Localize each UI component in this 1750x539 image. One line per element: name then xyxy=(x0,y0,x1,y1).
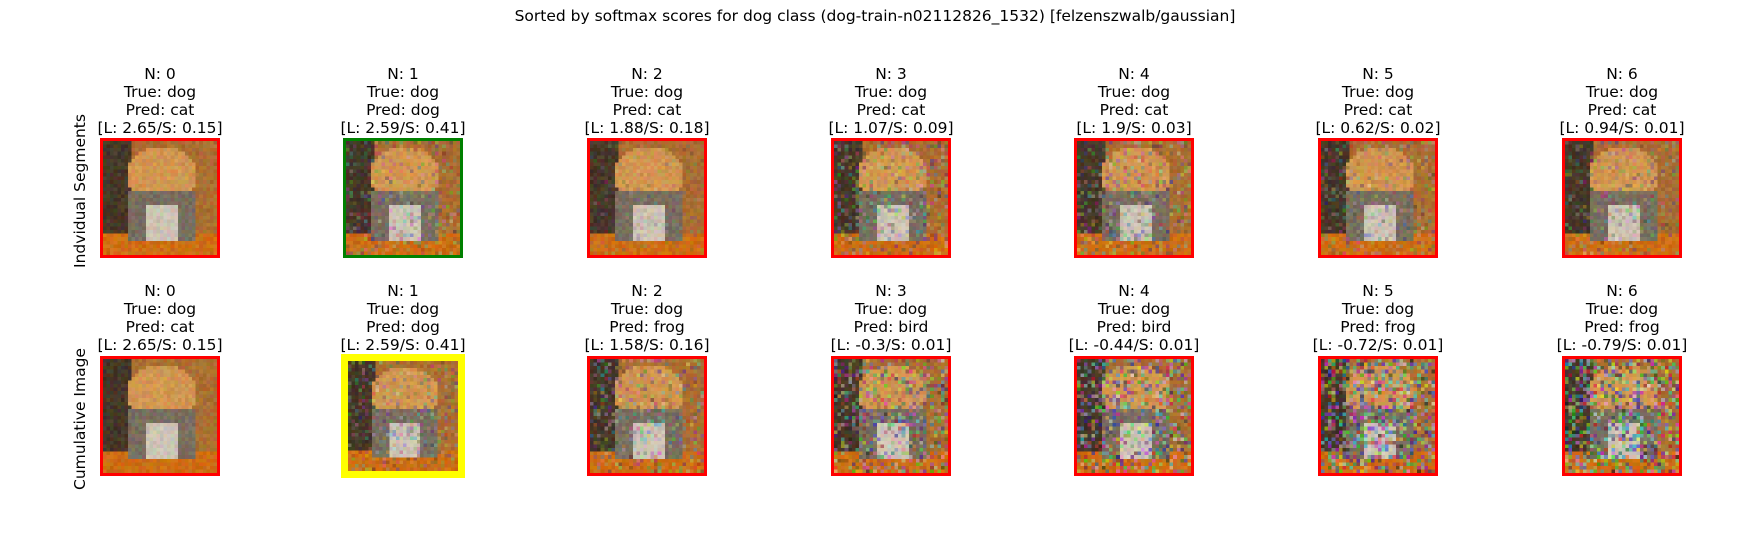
panel-pred-text: Pred: bird xyxy=(781,318,1001,336)
panel-n-text: N: 3 xyxy=(781,65,1001,83)
panel-n-text: N: 1 xyxy=(293,282,513,300)
panel-true-text: True: dog xyxy=(293,83,513,101)
pixelated-photo xyxy=(1565,359,1679,473)
pixelated-photo xyxy=(1321,359,1435,473)
pixelated-photo xyxy=(1321,141,1435,255)
panel-pred-text: Pred: dog xyxy=(293,101,513,119)
panel-scores-text: [L: 1.9/S: 0.03] xyxy=(1024,119,1244,137)
pixelated-photo xyxy=(1077,141,1191,255)
panel-scores-text: [L: 2.65/S: 0.15] xyxy=(50,119,270,137)
panel-pred-text: Pred: frog xyxy=(537,318,757,336)
panel-true-text: True: dog xyxy=(1268,83,1488,101)
panel-pred-text: Pred: cat xyxy=(781,101,1001,119)
panel-true-text: True: dog xyxy=(50,300,270,318)
panel-scores-text: [L: 1.58/S: 0.16] xyxy=(537,336,757,354)
panel-n-text: N: 0 xyxy=(50,65,270,83)
segment-image xyxy=(1562,138,1682,258)
pixelated-photo xyxy=(346,141,460,255)
panel-scores-text: [L: -0.44/S: 0.01] xyxy=(1024,336,1244,354)
segment-image xyxy=(100,356,220,476)
segment-image xyxy=(100,138,220,258)
panel-pred-text: Pred: cat xyxy=(537,101,757,119)
panel-n-text: N: 0 xyxy=(50,282,270,300)
panel-pred-text: Pred: cat xyxy=(50,318,270,336)
panel-pred-text: Pred: cat xyxy=(1512,101,1732,119)
pixelated-photo xyxy=(834,141,948,255)
panel-n-text: N: 1 xyxy=(293,65,513,83)
panel-pred-text: Pred: cat xyxy=(1268,101,1488,119)
segment-image xyxy=(1318,356,1438,476)
panel-n-text: N: 6 xyxy=(1512,65,1732,83)
pixelated-photo xyxy=(103,141,217,255)
panel-pred-text: Pred: cat xyxy=(1024,101,1244,119)
panel-n-text: N: 2 xyxy=(537,65,757,83)
panel-true-text: True: dog xyxy=(1512,83,1732,101)
pixelated-photo xyxy=(590,359,704,473)
panel-n-text: N: 5 xyxy=(1268,282,1488,300)
panel-n-text: N: 2 xyxy=(537,282,757,300)
panel-scores-text: [L: 1.88/S: 0.18] xyxy=(537,119,757,137)
panel-scores-text: [L: -0.79/S: 0.01] xyxy=(1512,336,1732,354)
panel-scores-text: [L: -0.72/S: 0.01] xyxy=(1268,336,1488,354)
panel-scores-text: [L: 2.59/S: 0.41] xyxy=(293,119,513,137)
pixelated-photo xyxy=(348,361,458,471)
segment-image xyxy=(831,356,951,476)
panel-pred-text: Pred: frog xyxy=(1512,318,1732,336)
segment-image xyxy=(343,138,463,258)
panel-pred-text: Pred: dog xyxy=(293,318,513,336)
panel-scores-text: [L: 2.59/S: 0.41] xyxy=(293,336,513,354)
panel-true-text: True: dog xyxy=(1512,300,1732,318)
panel-true-text: True: dog xyxy=(781,83,1001,101)
panel-true-text: True: dog xyxy=(537,300,757,318)
panel-n-text: N: 3 xyxy=(781,282,1001,300)
figure-title: Sorted by softmax scores for dog class (… xyxy=(0,7,1750,25)
panel-true-text: True: dog xyxy=(293,300,513,318)
segment-image xyxy=(587,138,707,258)
segment-image xyxy=(587,356,707,476)
panel-n-text: N: 4 xyxy=(1024,282,1244,300)
pixelated-photo xyxy=(1565,141,1679,255)
segment-image xyxy=(1074,356,1194,476)
panel-n-text: N: 5 xyxy=(1268,65,1488,83)
panel-true-text: True: dog xyxy=(1024,83,1244,101)
pixelated-photo xyxy=(103,359,217,473)
panel-pred-text: Pred: cat xyxy=(50,101,270,119)
panel-scores-text: [L: 1.07/S: 0.09] xyxy=(781,119,1001,137)
panel-true-text: True: dog xyxy=(50,83,270,101)
pixelated-photo xyxy=(590,141,704,255)
segment-image xyxy=(341,354,465,478)
panel-scores-text: [L: 0.94/S: 0.01] xyxy=(1512,119,1732,137)
panel-scores-text: [L: 0.62/S: 0.02] xyxy=(1268,119,1488,137)
panel-pred-text: Pred: bird xyxy=(1024,318,1244,336)
segment-image xyxy=(1562,356,1682,476)
pixelated-photo xyxy=(1077,359,1191,473)
panel-scores-text: [L: -0.3/S: 0.01] xyxy=(781,336,1001,354)
pixelated-photo xyxy=(834,359,948,473)
panel-scores-text: [L: 2.65/S: 0.15] xyxy=(50,336,270,354)
panel-n-text: N: 4 xyxy=(1024,65,1244,83)
panel-true-text: True: dog xyxy=(781,300,1001,318)
panel-true-text: True: dog xyxy=(1268,300,1488,318)
segment-image xyxy=(1318,138,1438,258)
segment-image xyxy=(1074,138,1194,258)
segment-image xyxy=(831,138,951,258)
panel-true-text: True: dog xyxy=(537,83,757,101)
panel-n-text: N: 6 xyxy=(1512,282,1732,300)
panel-true-text: True: dog xyxy=(1024,300,1244,318)
panel-pred-text: Pred: frog xyxy=(1268,318,1488,336)
